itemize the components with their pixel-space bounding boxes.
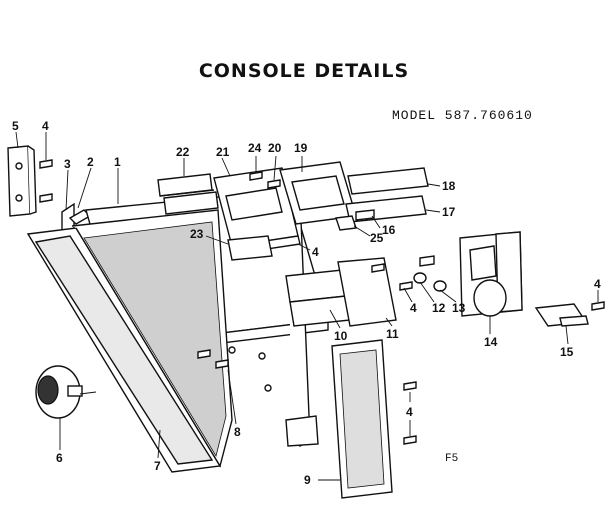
part-screw (403, 381, 417, 445)
callout-3: 3 (64, 157, 71, 171)
callout-22: 22 (176, 145, 190, 159)
callout-20: 20 (268, 141, 282, 155)
callout-4: 4 (594, 277, 601, 291)
callout-1: 1 (114, 155, 121, 169)
callout-10: 10 (334, 329, 348, 343)
callout-23: 23 (190, 227, 204, 241)
callout-5: 5 (12, 119, 19, 133)
part-clip (335, 209, 375, 231)
part-screw-set (197, 346, 236, 369)
part-screw (249, 171, 281, 189)
callout-leaders (15, 131, 599, 481)
callout-15: 15 (560, 345, 574, 359)
callout-17: 17 (442, 205, 456, 219)
callout-21: 21 (216, 145, 230, 159)
part-timer (459, 231, 523, 317)
part-mounting-plate (337, 257, 397, 327)
callout-11: 11 (386, 327, 399, 341)
callout-9: 9 (304, 473, 311, 487)
part-front-panel (26, 209, 233, 473)
part-switch-frame (213, 167, 301, 255)
callout-4: 4 (312, 245, 319, 259)
callout-8: 8 (234, 425, 241, 439)
model-number: MODEL 587.760610 (392, 108, 533, 123)
callout-4: 4 (406, 405, 413, 419)
callout-19: 19 (294, 141, 308, 155)
callout-7: 7 (154, 459, 161, 473)
part-screw (39, 159, 53, 203)
callout-14: 14 (484, 335, 498, 349)
callout-4: 4 (42, 119, 49, 133)
diagram-title: CONSOLE DETAILS (198, 60, 410, 82)
part-end-bracket-left (7, 145, 37, 217)
part-bar (227, 235, 273, 261)
callout-24: 24 (248, 141, 262, 155)
sheet-code: F5 (445, 453, 459, 465)
callout-4: 4 (410, 301, 417, 315)
part-indicator-light (371, 255, 447, 292)
part-knob (35, 365, 83, 419)
part-switch-bracket (279, 161, 357, 225)
callout-18: 18 (442, 179, 456, 193)
callout-13: 13 (452, 301, 466, 315)
part-button-block (157, 173, 219, 215)
part-bracket-right (534, 303, 589, 327)
callout-25: 25 (370, 231, 384, 245)
callout-2: 2 (87, 155, 94, 169)
callout-16: 16 (382, 223, 396, 237)
callout-6: 6 (56, 451, 63, 465)
part-filter-panel (331, 339, 393, 499)
callout-12: 12 (432, 301, 446, 315)
part-screw (591, 301, 605, 311)
